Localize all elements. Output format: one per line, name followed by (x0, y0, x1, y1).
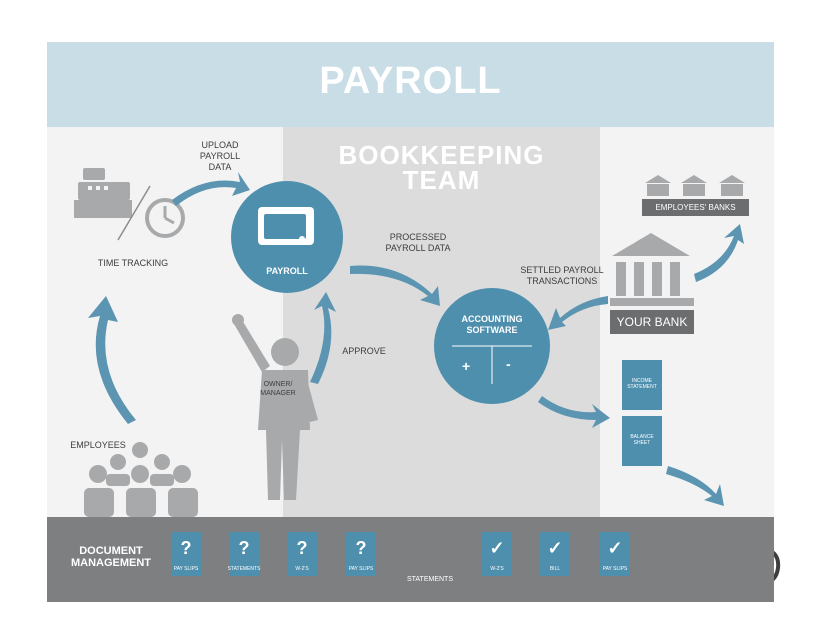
balance-sheet-line: SHEET (633, 440, 651, 446)
bank-icon (610, 233, 694, 306)
accounting-software-circle (434, 288, 550, 404)
upload-label: UPLOAD PAYROLL DATA (195, 140, 245, 173)
arrow-icon (538, 396, 610, 428)
upload-label-line: UPLOAD (201, 140, 239, 150)
document-tile[interactable]: ✓ BILL (540, 532, 570, 576)
document-tile[interactable]: ? PAY SLIPS (171, 532, 201, 576)
doc-caption: W-2'S (295, 566, 309, 572)
doc-caption: PAY SLIPS (602, 566, 628, 572)
document-tile[interactable]: ? W-2'S (287, 532, 317, 576)
arrow-icon (666, 466, 724, 506)
accounting-label-line: SOFTWARE (466, 325, 518, 335)
doc-caption: BILL (549, 566, 561, 572)
arrow-icon (88, 296, 136, 424)
owner-label-line: MANAGER (260, 390, 296, 397)
settled-label-line: SETTLED PAYROLL (520, 265, 604, 275)
document-management-label: DOCUMENT MANAGEMENT (56, 545, 166, 569)
your-bank-plate (610, 310, 694, 334)
payroll-circle (231, 181, 343, 293)
doc-caption: STATEMENTS (227, 566, 261, 572)
document-management-line: MANAGEMENT (70, 557, 152, 569)
settled-label: SETTLED PAYROLL TRANSACTIONS (515, 265, 609, 287)
wallet-icon (258, 207, 314, 245)
employees-banks-plate (642, 199, 749, 216)
divider-slash (117, 185, 151, 241)
settled-label-line: TRANSACTIONS (526, 276, 598, 286)
employees-label: EMPLOYEES (70, 440, 126, 450)
accounting-label-line: ACCOUNTING (461, 314, 523, 324)
header-band (47, 42, 774, 127)
time-tracking-label: TIME TRACKING (97, 258, 169, 268)
clock-icon (145, 198, 185, 238)
arrow-icon (172, 172, 250, 206)
owner-label-line: OWNER/ (263, 381, 293, 388)
balance-sheet-card: BALANCE SHEET (622, 416, 662, 466)
arrow-icon (310, 292, 336, 384)
arrow-icon (350, 265, 440, 306)
page-title: PAYROLL (319, 60, 502, 102)
processed-label: PROCESSED PAYROLL DATA (380, 232, 456, 254)
approve-label: APPROVE (342, 346, 386, 356)
employees-group-icon (84, 442, 198, 517)
minus-sign: - (506, 356, 511, 372)
doc-symbol: ✓ (607, 538, 623, 558)
upload-label-line: DATA (208, 162, 232, 172)
doc-symbol: ? (355, 538, 367, 558)
processed-label-line: PROCESSED (389, 232, 447, 242)
document-tile[interactable]: ✓ W-2'S (482, 532, 512, 576)
person-icon (232, 314, 318, 500)
featured-doc-caption: STATEMENTS (406, 576, 454, 583)
payroll-circle-label: PAYROLL (266, 266, 308, 276)
income-statement-label: INCOME STATEMENT (624, 378, 660, 390)
doc-symbol: ? (238, 538, 250, 558)
balance-sheet-line: BALANCE (630, 434, 654, 440)
doc-symbol: ? (296, 538, 308, 558)
doc-symbol: ✓ (489, 538, 505, 558)
accounting-label: ACCOUNTING SOFTWARE (444, 314, 540, 336)
document-tile[interactable]: ? PAY SLIPS (346, 532, 376, 576)
plus-sign: + (462, 358, 471, 374)
bookkeeping-title-line1: BOOKKEEPING (338, 140, 545, 170)
doc-symbol: ? (180, 538, 192, 558)
cash-register-icon (74, 168, 132, 218)
income-statement-card: INCOME STATEMENT (622, 360, 662, 410)
employees-banks-label: EMPLOYEES' BANKS (655, 203, 736, 212)
income-statement-line: INCOME (632, 378, 652, 384)
your-bank-label: YOUR BANK (616, 315, 688, 329)
income-statement-line: STATEMENT (627, 384, 657, 390)
document-tile[interactable]: ✓ PAY SLIPS (600, 532, 630, 576)
document-tile[interactable]: ? STATEMENTS (228, 532, 260, 576)
bank-icon (645, 175, 745, 196)
arrow-icon (548, 296, 608, 330)
doc-caption: PAY SLIPS (348, 566, 374, 572)
doc-caption: PAY SLIPS (173, 566, 199, 572)
arrow-icon (694, 224, 744, 282)
owner-label: OWNER/ MANAGER (248, 380, 308, 398)
upload-label-line: PAYROLL (199, 151, 241, 161)
document-management-band (47, 517, 774, 602)
doc-caption: W-2'S (490, 566, 504, 572)
document-management-line: DOCUMENT (79, 545, 143, 557)
doc-symbol: ✓ (547, 538, 563, 558)
bookkeeping-title-line2: TEAM (402, 165, 481, 195)
balance-sheet-label: BALANCE SHEET (624, 434, 660, 446)
processed-label-line: PAYROLL DATA (385, 243, 451, 253)
